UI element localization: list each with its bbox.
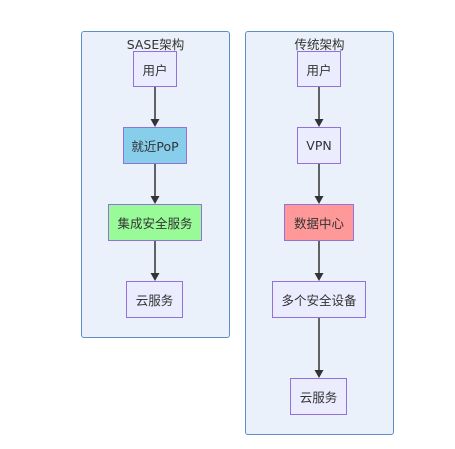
sase-cloud-node: 云服务 [126, 281, 183, 318]
traditional-cluster-title: 传统架构 [294, 37, 345, 52]
sase-cluster-title: SASE架构 [126, 37, 185, 52]
sase-security-label: 集成安全服务 [117, 216, 193, 231]
trad-datacenter-label: 数据中心 [293, 216, 344, 231]
trad-cloud-label: 云服务 [299, 390, 338, 405]
trad-vpn-node: VPN [297, 127, 341, 164]
sase-cloud-label: 云服务 [135, 293, 174, 308]
trad-cloud-node: 云服务 [290, 378, 347, 415]
sase-user-label: 用户 [142, 62, 168, 78]
sase-pop-node: 就近PoP [123, 127, 187, 164]
sase-user-node: 用户 [133, 51, 177, 87]
trad-user-label: 用户 [306, 62, 332, 78]
trad-security-devices-node: 多个安全设备 [272, 281, 366, 318]
trad-user-node: 用户 [297, 51, 341, 87]
trad-security-devices-label: 多个安全设备 [281, 293, 357, 308]
trad-datacenter-node: 数据中心 [284, 204, 354, 241]
trad-vpn-label: VPN [306, 138, 332, 153]
sase-pop-label: 就近PoP [131, 139, 179, 154]
sase-security-node: 集成安全服务 [108, 204, 202, 241]
